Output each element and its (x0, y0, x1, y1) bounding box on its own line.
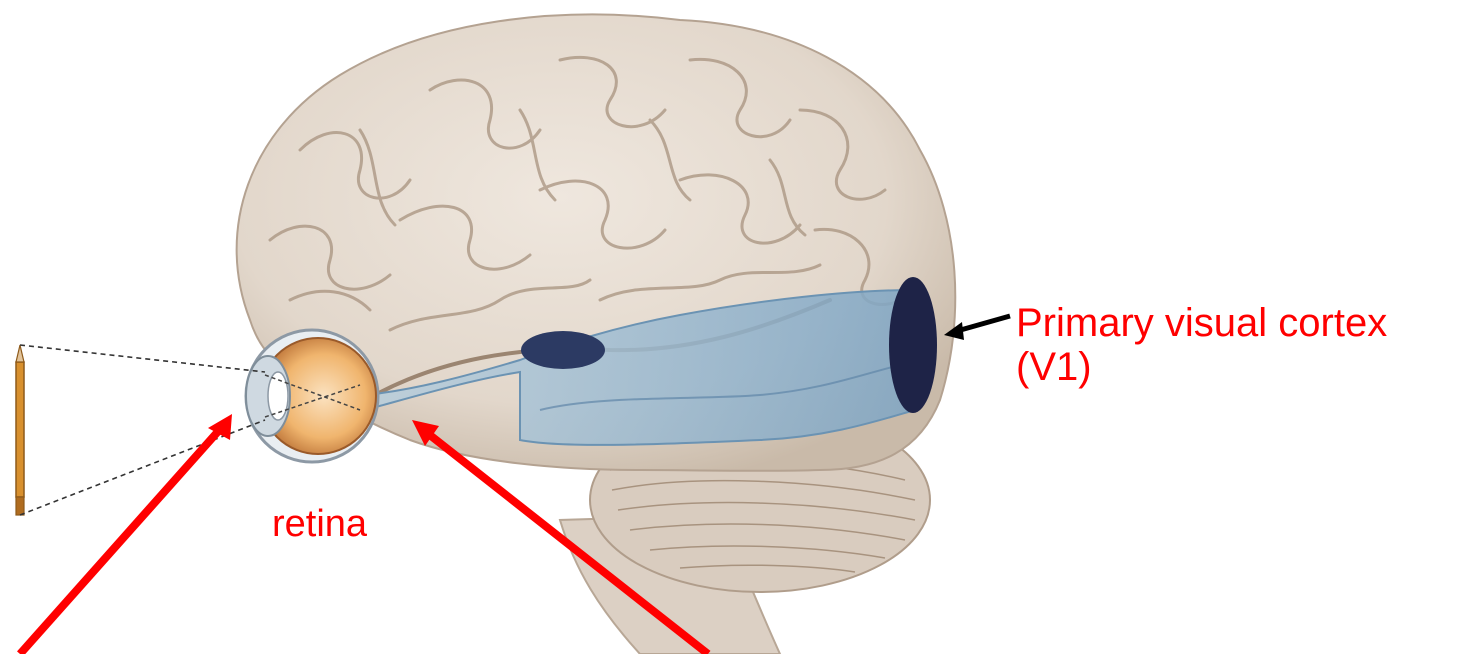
v1-label-line1: Primary visual cortex (1016, 302, 1387, 344)
pencil-object (16, 345, 24, 515)
lgn-region (521, 331, 605, 369)
v1-label-line2: (V1) (1016, 346, 1092, 388)
retina-label: retina (272, 505, 367, 545)
v1-region (889, 277, 937, 413)
red-arrow-retina (20, 414, 232, 654)
light-ray-top (20, 345, 265, 372)
eyeball-illustration (246, 330, 378, 462)
